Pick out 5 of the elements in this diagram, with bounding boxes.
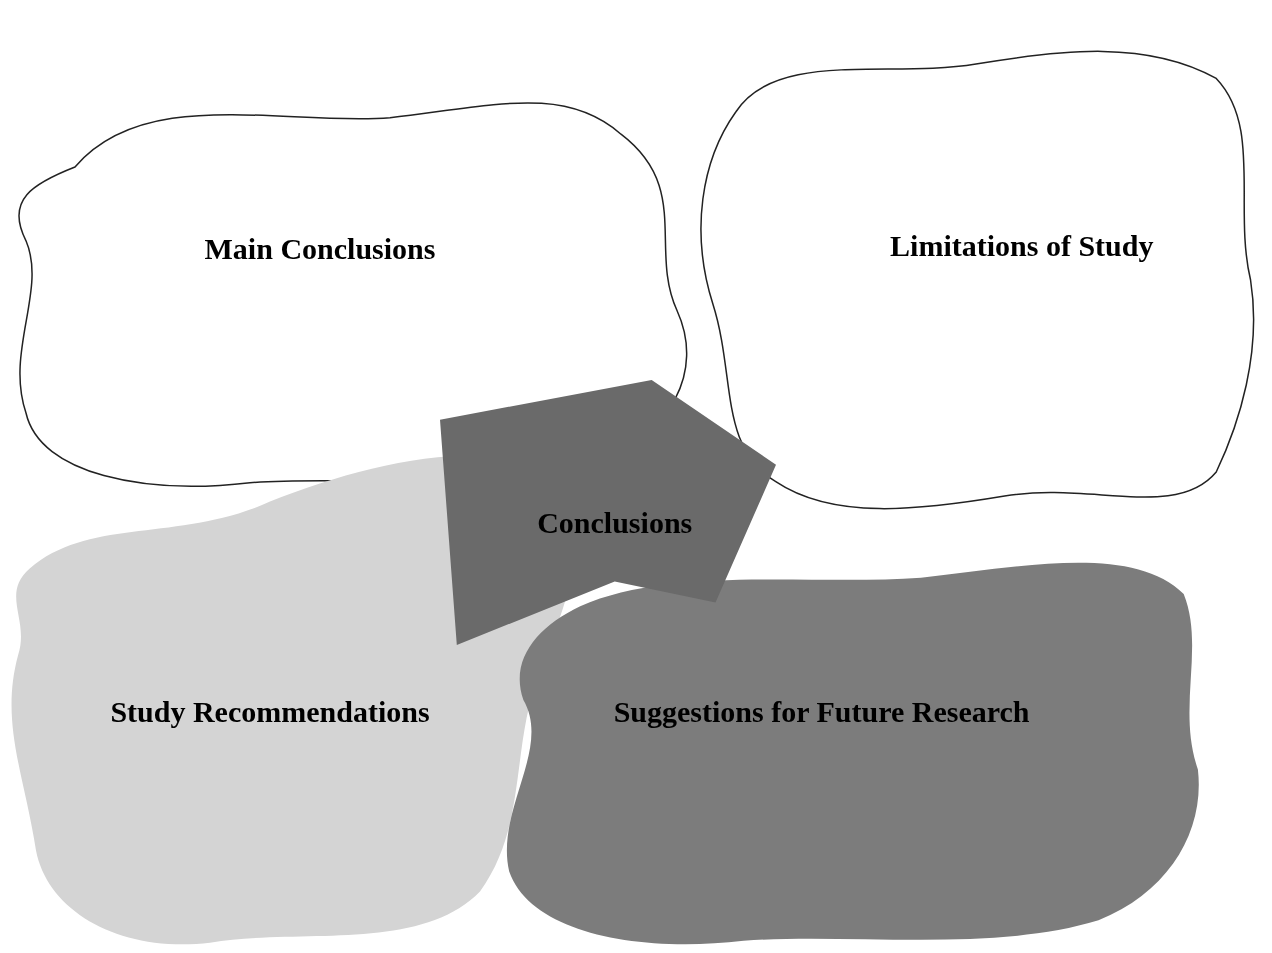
- shape-label: Limitations of Study: [890, 229, 1154, 264]
- shape-label: Suggestions for Future Research: [613, 695, 1030, 730]
- shape-label: Main Conclusions: [204, 232, 436, 266]
- shape-label: Study Recommendations: [110, 694, 430, 729]
- shape-label: Conclusions: [537, 506, 693, 541]
